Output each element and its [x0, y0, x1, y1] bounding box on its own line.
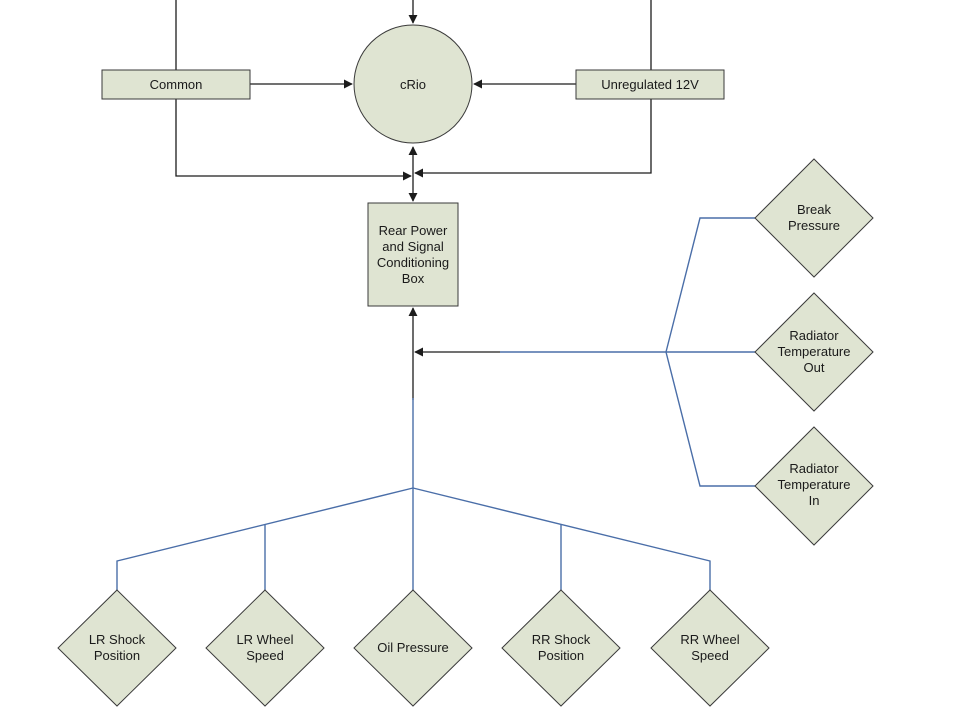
node-rad-in-line2: Temperature — [778, 477, 851, 492]
node-rear-box-line3: Conditioning — [377, 255, 449, 270]
node-rear-box: Rear Power and Signal Conditioning Box — [367, 202, 459, 307]
node-rr-wheel-speed: RR Wheel Speed — [650, 589, 770, 707]
node-rr-shock-line1: RR Shock — [532, 632, 591, 647]
node-rad-in-line1: Radiator — [789, 461, 839, 476]
node-oil-label: Oil Pressure — [377, 640, 449, 655]
wire-branch-lr-shock — [116, 487, 414, 590]
wire-unreg-to-bus — [414, 99, 652, 178]
node-lr-shock-line1: LR Shock — [89, 632, 146, 647]
node-break-line2: Pressure — [788, 218, 840, 233]
signal-wiring — [116, 217, 755, 590]
wire-branch-break — [665, 217, 755, 353]
node-rad-in-line3: In — [809, 493, 820, 508]
wire-branch-rr-wheel — [412, 487, 711, 590]
node-lr-wheel-line1: LR Wheel — [236, 632, 293, 647]
node-common: Common — [101, 69, 251, 100]
node-break-line1: Break — [797, 202, 831, 217]
wire-branch-rad-in — [665, 351, 755, 487]
node-lr-wheel-speed: LR Wheel Speed — [205, 589, 325, 707]
node-break-pressure: Break Pressure — [754, 158, 874, 278]
node-oil-pressure: Oil Pressure — [353, 589, 473, 707]
wire-common-to-bus — [175, 99, 412, 181]
power-wiring — [175, 0, 652, 400]
node-lr-wheel-line2: Speed — [246, 648, 284, 663]
node-rr-wheel-line2: Speed — [691, 648, 729, 663]
node-crio: cRio — [353, 24, 473, 144]
node-rear-box-line1: Rear Power — [379, 223, 448, 238]
node-unregulated-label: Unregulated 12V — [601, 77, 699, 92]
node-rad-out-line3: Out — [804, 360, 825, 375]
node-lr-shock-position: LR Shock Position — [57, 589, 177, 707]
node-rear-box-line4: Box — [402, 271, 425, 286]
node-rr-wheel-line1: RR Wheel — [680, 632, 739, 647]
node-lr-shock-line2: Position — [94, 648, 140, 663]
node-rr-shock-line2: Position — [538, 648, 584, 663]
node-rad-out-line1: Radiator — [789, 328, 839, 343]
node-radiator-out: Radiator Temperature Out — [754, 292, 874, 412]
node-crio-label: cRio — [400, 77, 426, 92]
node-rad-out-line2: Temperature — [778, 344, 851, 359]
node-radiator-in: Radiator Temperature In — [754, 426, 874, 546]
node-rear-box-line2: and Signal — [382, 239, 444, 254]
node-unregulated-12v: Unregulated 12V — [575, 69, 725, 100]
node-common-label: Common — [150, 77, 203, 92]
node-rr-shock-position: RR Shock Position — [501, 589, 621, 707]
